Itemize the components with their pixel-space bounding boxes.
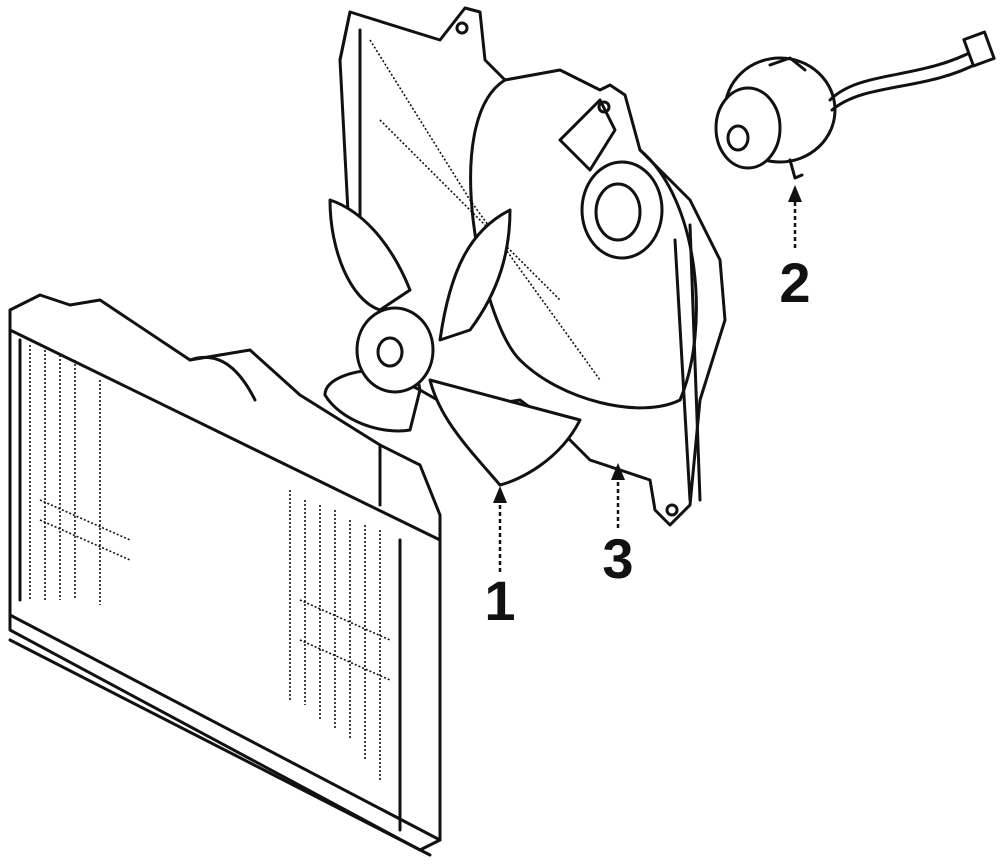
callout-2: 2 — [779, 185, 811, 314]
radiator[interactable] — [8, 293, 442, 857]
callout-1-label: 1 — [484, 569, 515, 632]
fan-blade[interactable] — [323, 198, 582, 487]
callout-2-label: 2 — [779, 251, 810, 314]
fan-motor[interactable] — [714, 30, 996, 180]
callout-1: 1 — [484, 486, 516, 632]
callout-3: 3 — [602, 463, 634, 590]
callout-3-label: 3 — [602, 527, 633, 590]
